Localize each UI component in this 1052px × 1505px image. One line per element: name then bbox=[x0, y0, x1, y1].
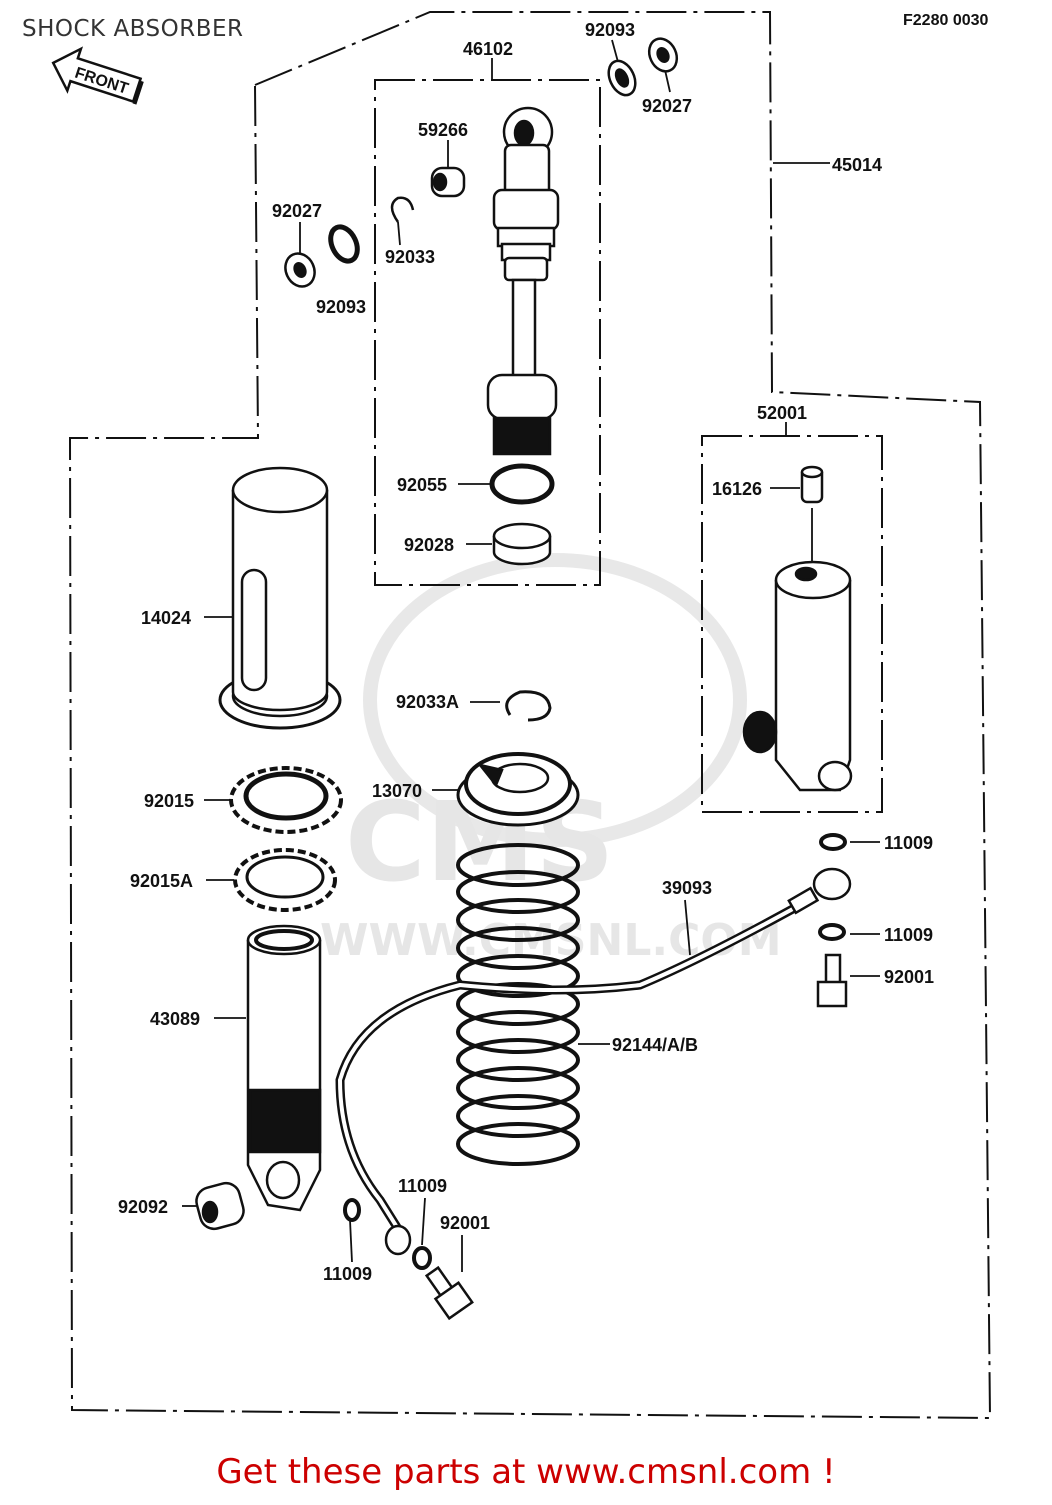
collar-92027-top bbox=[647, 37, 679, 73]
banjo-fitting-right bbox=[787, 867, 852, 915]
collar-92027-left bbox=[284, 252, 316, 288]
label-43089: 43089 bbox=[150, 1009, 200, 1029]
washer-11009-d bbox=[343, 1198, 361, 1222]
frame-52001 bbox=[701, 435, 883, 813]
bolt-92001-right bbox=[816, 953, 848, 1008]
part-labels: 46102 92093 92027 45014 59266 92027 9203… bbox=[118, 20, 934, 1284]
label-92027-top: 92027 bbox=[642, 96, 692, 116]
washer-92093-left bbox=[328, 224, 360, 264]
o-ring-92055 bbox=[489, 463, 555, 505]
spring-cover-14024 bbox=[218, 466, 342, 730]
label-92027-left: 92027 bbox=[272, 201, 322, 221]
damper-46102 bbox=[486, 106, 560, 456]
assembly-frame bbox=[68, 11, 992, 1420]
washer-11009-a bbox=[819, 833, 847, 851]
washer-11009-c bbox=[412, 1246, 432, 1270]
label-92093-left: 92093 bbox=[316, 297, 366, 317]
washer-11009-b bbox=[818, 923, 846, 941]
label-92015A: 92015A bbox=[130, 871, 193, 891]
page-title: SHOCK ABSORBER bbox=[22, 16, 244, 42]
label-39093: 39093 bbox=[662, 878, 712, 898]
label-92055: 92055 bbox=[397, 475, 447, 495]
front-arrow-icon: FRONT bbox=[51, 46, 144, 105]
reservoir-52001 bbox=[742, 465, 853, 792]
banjo-fitting-bottom bbox=[384, 1224, 412, 1256]
figure-code: F2280 0030 bbox=[903, 12, 989, 29]
circlip-92033A bbox=[505, 690, 552, 722]
lock-nut-92015A bbox=[233, 848, 337, 912]
label-52001: 52001 bbox=[757, 403, 807, 423]
label-11009-c: 11009 bbox=[398, 1176, 447, 1196]
label-92092: 92092 bbox=[118, 1197, 168, 1217]
label-46102: 46102 bbox=[463, 39, 513, 59]
ring-92028 bbox=[492, 522, 552, 566]
label-11009-d: 11009 bbox=[323, 1264, 372, 1284]
label-92033: 92033 bbox=[385, 247, 435, 267]
bolt-92001-bottom bbox=[424, 1265, 474, 1321]
leader-lines bbox=[182, 39, 880, 1272]
label-11009-a: 11009 bbox=[884, 833, 933, 853]
spring-seat-13070 bbox=[456, 752, 580, 827]
label-13070: 13070 bbox=[372, 781, 422, 801]
label-92028: 92028 bbox=[404, 535, 454, 555]
spring-92144 bbox=[456, 843, 580, 1166]
label-11009-b: 11009 bbox=[884, 925, 933, 945]
label-59266: 59266 bbox=[418, 120, 468, 140]
frame-46102 bbox=[374, 79, 601, 586]
lock-nut-92015 bbox=[229, 766, 343, 834]
label-45014: 45014 bbox=[832, 155, 882, 175]
label-16126: 16126 bbox=[712, 479, 762, 499]
label-92033A: 92033A bbox=[396, 692, 459, 712]
shock-body-43089 bbox=[246, 924, 322, 1212]
circlip-92033 bbox=[390, 196, 415, 223]
label-92144: 92144/A/B bbox=[612, 1035, 698, 1055]
label-92093-top: 92093 bbox=[585, 20, 635, 40]
label-14024: 14024 bbox=[141, 608, 191, 628]
label-92001-right: 92001 bbox=[884, 967, 934, 987]
label-92015: 92015 bbox=[144, 791, 194, 811]
washer-92093-top bbox=[607, 59, 637, 97]
label-92001-bottom: 92001 bbox=[440, 1213, 490, 1233]
bushing-92092 bbox=[195, 1181, 245, 1231]
footer-link[interactable]: Get these parts at www.cmsnl.com ! bbox=[216, 1452, 836, 1492]
bushing-59266 bbox=[430, 166, 466, 198]
